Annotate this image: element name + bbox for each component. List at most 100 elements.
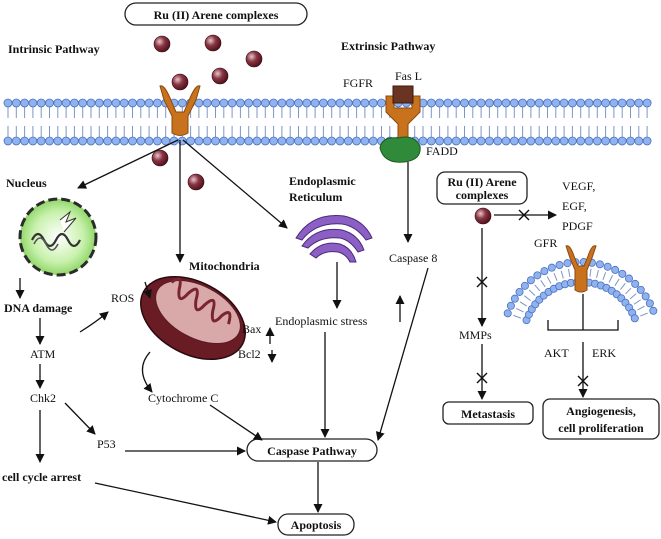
lipid-head [103,136,112,146]
lipid-head [244,136,254,146]
bcl2-label: Bcl2 [238,347,261,361]
fadd-icon [379,136,421,163]
membrane-receptor-icon [159,85,201,136]
lipid-tail [620,282,626,290]
angio-line1: Angiogenesis, [566,404,636,418]
caspase-pathway-box [246,438,378,462]
lipid-head [617,98,627,108]
lipid-tail [540,280,546,288]
lipid-head [252,136,262,146]
lipid-tail [602,272,607,281]
lipid-head [111,136,121,146]
lipid-head [559,98,569,108]
lipid-head [202,98,212,108]
lipid-head [501,98,511,108]
lipid-head [617,136,627,146]
ru-box-line1: Ru (II) Arene [447,175,517,189]
lipid-head [144,98,154,108]
lipid-head [285,136,295,146]
fadd-label: FADD [426,144,458,158]
lipid-head [584,98,594,108]
lipid-head [318,136,328,146]
lipid-head [476,98,486,108]
lipid-head [611,265,620,274]
lipid-head [468,98,478,108]
lipid-head [194,136,204,146]
lipid-head [128,136,137,146]
lipid-head [310,98,320,108]
arrow-arrest-to-apoptosis [94,482,277,525]
lipid-head [119,136,129,146]
title-box [124,2,308,26]
lipid-head [518,136,527,146]
lipid-head [592,98,602,108]
lipid-head [211,98,220,108]
lipid-head [277,136,287,146]
vegf-label: VEGF, [562,179,595,193]
lipid-head [484,136,494,146]
title: Ru (II) Arene complexes [154,8,279,22]
lipid-tail [528,289,536,296]
arrow-caspase8-to-caspase [375,267,429,441]
arrow-to-er [182,139,288,229]
arrow-mito-to-cytc [141,351,153,393]
lipid-head [636,285,645,294]
lipid-head [460,136,469,146]
lipid-head [540,267,549,276]
lipid-head [244,98,254,108]
lipid-head [534,98,544,108]
lipid-head [503,309,512,318]
lipid-head [94,136,104,146]
dna-damage-label: DNA damage [4,301,73,315]
lipid-head [152,98,162,108]
arrow-ros-up [143,281,152,299]
lipid-head [260,136,270,146]
lipid-head [506,301,515,310]
lipid-head [534,136,544,146]
lipid-head [211,136,220,146]
lipid-head [227,98,237,108]
lipid-head [631,279,640,288]
cytochrome-c-label: Cytochrome C [148,391,218,405]
caspase8-label: Caspase 8 [389,251,437,265]
cell-membrane [3,98,652,146]
metastasis-box [442,401,534,425]
lipid-head [352,98,362,108]
lipid-head [352,136,362,146]
lipid-head [335,136,345,146]
lipid-head [78,136,88,146]
lipid-head [360,136,370,146]
lipid-head [515,287,524,296]
lipid-head [3,98,13,108]
lipid-tail [629,293,637,300]
lipid-head [509,136,519,146]
nucleus-label: Nucleus [6,176,47,190]
lipid-head [468,136,478,146]
lipid-head [543,98,552,108]
lipid-head [543,136,552,146]
lipid-head [136,136,146,146]
lipid-head [227,136,237,146]
lipid-head [177,98,187,108]
fas-receptor-icon [379,85,421,163]
lipid-head [327,98,337,108]
lipid-head [61,136,71,146]
lipid-head [302,136,312,146]
lipid-head [476,136,486,146]
inhibition-marks [476,209,589,387]
inhibition-cross-icon [476,276,488,288]
lipid-head [20,136,30,146]
lipid-head [609,98,619,108]
lipid-head [235,136,245,146]
lipid-head [609,136,619,146]
apoptosis-label: Apoptosis [291,518,342,532]
lipid-head [509,98,519,108]
cell-cycle-arrest-label: cell cycle arrest [2,470,81,484]
lipid-head [277,98,287,108]
er-label-line1: Endoplasmic [289,174,356,188]
lipid-head [294,98,303,108]
lipid-head [601,98,610,108]
pathway-arrows [15,139,619,525]
ru-complex-box [436,171,528,205]
